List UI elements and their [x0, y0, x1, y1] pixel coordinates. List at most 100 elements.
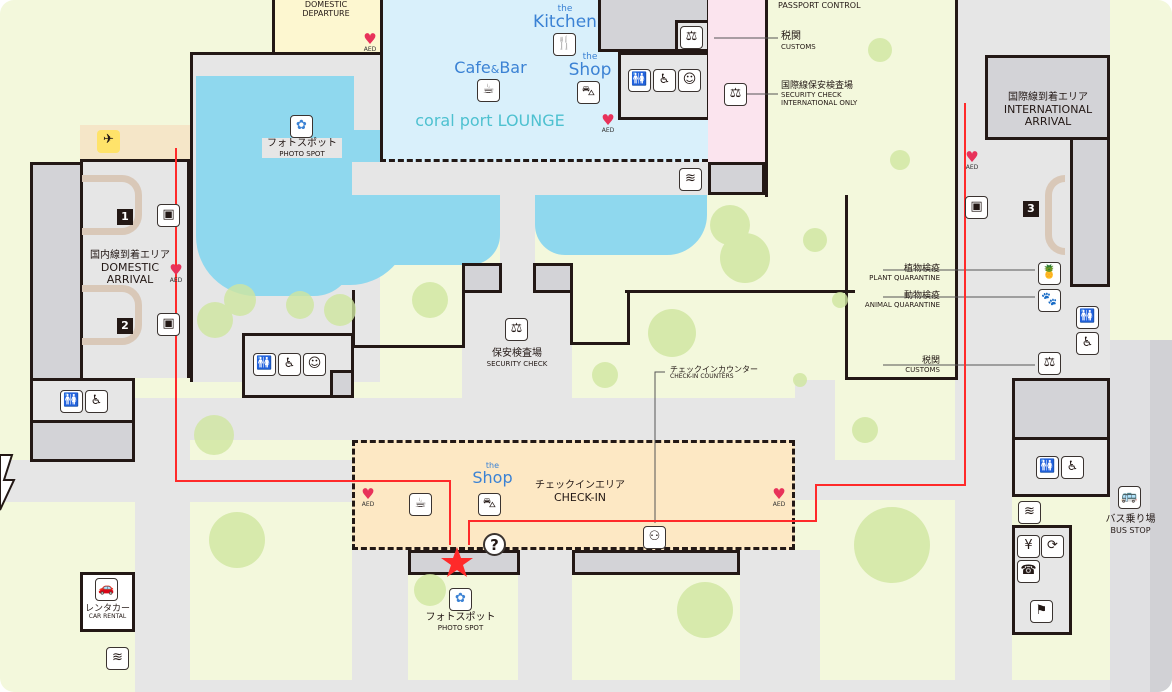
- international-security-zone: [708, 0, 765, 162]
- intl-security-en: SECURITY CHECK: [781, 91, 842, 100]
- walkway: [795, 380, 835, 500]
- photo-spot-icon: ✿: [449, 588, 472, 611]
- baggage-carousel-2: [82, 285, 142, 345]
- baby-care-icon: ☺: [678, 69, 701, 92]
- walkway: [740, 550, 820, 692]
- aed-icon: ♥AED: [363, 30, 377, 54]
- animal-quarantine-en: ANIMAL QUARANTINE: [864, 301, 940, 310]
- aed-icon: ♥AED: [772, 485, 786, 509]
- customs-officer-icon: ⚖: [505, 318, 528, 341]
- car-rental-en: CAR RENTAL: [88, 613, 127, 621]
- aed-icon: ♥AED: [169, 261, 183, 285]
- baggage-room: [1070, 137, 1110, 287]
- route-line: [175, 103, 966, 545]
- wheelchair-icon: ♿: [1061, 456, 1084, 479]
- wall: [625, 290, 855, 293]
- wall: [845, 195, 848, 380]
- wheelchair-icon: ♿: [653, 69, 676, 92]
- customs-officer-icon: ⚖: [680, 26, 703, 49]
- walkway: [135, 398, 835, 440]
- bus-stop-jp: バス乗り場: [1105, 514, 1156, 525]
- domestic-departure-label: DOMESTIC DEPARTURE: [302, 0, 350, 19]
- security-check-en: SECURITY CHECK: [486, 359, 548, 368]
- intl-arrival-jp: 国際線到着エリア: [1008, 92, 1088, 103]
- gray-room: [330, 370, 354, 398]
- customs-right-en: CUSTOMS: [905, 366, 940, 375]
- aed-icon: ♥AED: [601, 111, 615, 135]
- bus-icon: 🚌: [1118, 486, 1141, 509]
- checkin-area-jp: チェックインエリア: [535, 480, 625, 491]
- walkway: [518, 550, 572, 692]
- airplane-icon: ✈: [97, 130, 120, 153]
- checkin-counters-jp: チェックインカウンター: [670, 365, 758, 374]
- cafe-icon: ☕: [409, 493, 432, 516]
- bus-stop-en: BUS STOP: [1110, 525, 1151, 535]
- plant-quarantine-jp: 植物検疫: [903, 264, 940, 274]
- plant-quarantine-en: PLANT QUARANTINE: [869, 274, 940, 283]
- luggage-icon: ▣: [157, 313, 180, 336]
- domestic-departure-area: [272, 0, 380, 52]
- checkin-shop-the: the: [485, 461, 500, 470]
- photo-spot-jp: フォトスポット: [267, 138, 337, 149]
- photo-spot-icon: ✿: [290, 115, 313, 138]
- shop-the: the: [582, 52, 598, 62]
- photo-spot-bottom-jp: フォトスポット: [425, 612, 496, 623]
- walkway: [500, 195, 535, 265]
- checkin-shop-label: Shop: [472, 468, 513, 487]
- current-location-star-icon: [441, 547, 473, 577]
- photo-spot-en: PHOTO SPOT: [279, 149, 325, 158]
- customs-officer-icon: ⚖: [1038, 352, 1061, 375]
- aed-icon: ♥AED: [965, 148, 979, 172]
- counter: [572, 550, 740, 575]
- kitchen-label: Kitchen: [533, 12, 597, 32]
- wheelchair-icon: ♿: [1076, 332, 1099, 355]
- intl-arrival-en: INTERNATIONAL: [1003, 102, 1093, 116]
- baby-care-icon: ☺: [303, 353, 326, 376]
- lightning-edge-icon: [0, 454, 16, 511]
- walkway: [352, 550, 408, 692]
- cafe-icon: ☕: [477, 79, 500, 102]
- baggage-carousel-3: [1045, 175, 1065, 255]
- gray-room: [30, 420, 135, 462]
- service-counter-icon: ⚑: [1030, 600, 1053, 623]
- lounge-label: coral port LOUNGE: [415, 111, 565, 130]
- baggage-room: [30, 162, 83, 381]
- atm-icon: ¥: [1017, 535, 1040, 558]
- passport-control-label: PASSPORT CONTROL: [778, 1, 861, 10]
- restroom-icon: 🚻: [1036, 456, 1059, 479]
- wall: [352, 290, 465, 348]
- leader-lines: [654, 37, 1035, 523]
- animal-quarantine-jp: 動物検疫: [903, 291, 940, 301]
- pineapple-icon: 🍍: [1038, 262, 1061, 285]
- trees: [194, 38, 930, 638]
- domestic-arrival-en2: ARRIVAL: [106, 273, 154, 287]
- kitchen-the: the: [557, 4, 573, 14]
- restroom-icon: 🚻: [253, 353, 276, 376]
- shop-label: Shop: [568, 60, 612, 80]
- checkin-counters-en: CHECK-IN COUNTERS: [670, 373, 734, 381]
- domestic-arrival-jp: 国内線到着エリア: [90, 250, 170, 261]
- telephone-icon: ☎: [1017, 560, 1040, 583]
- wall: [845, 377, 955, 380]
- exchange-icon: ⟳: [1041, 535, 1064, 558]
- customs-officer-icon: ⚖: [724, 83, 747, 106]
- baggage-claim-1: 1: [117, 209, 133, 225]
- arrival-label-room: [985, 55, 1110, 140]
- restroom-icon: 🚻: [1076, 306, 1099, 329]
- domestic-arrival-en: DOMESTIC: [100, 260, 160, 274]
- animal-icon: 🐾: [1038, 289, 1061, 312]
- wheelchair-icon: ♿: [85, 390, 108, 413]
- checkin-counter-icon: ⚇: [643, 526, 666, 549]
- gray-room: [533, 263, 573, 293]
- cutlery-icon: 🍴: [553, 33, 576, 56]
- garden-wall: [765, 0, 955, 197]
- restroom-icon: 🚻: [628, 69, 651, 92]
- smoking-icon: ≋: [1018, 501, 1041, 524]
- aed-icon: ♥AED: [361, 485, 375, 509]
- baggage-claim-3: 3: [1023, 201, 1039, 217]
- information-icon[interactable]: ?: [483, 533, 506, 556]
- pond: [535, 195, 707, 255]
- car-rental-icon: 🚗: [95, 578, 118, 601]
